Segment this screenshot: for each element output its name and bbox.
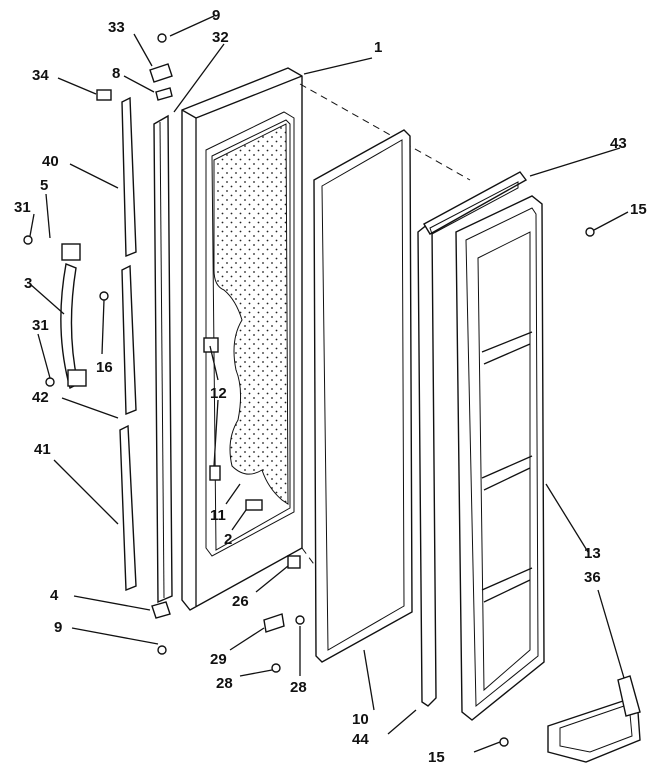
callout-5: 5 xyxy=(40,177,48,194)
callout-42: 42 xyxy=(32,389,49,406)
callout-12: 12 xyxy=(210,385,227,402)
callout-15-bottom: 15 xyxy=(428,749,445,766)
callout-31-top: 31 xyxy=(14,199,31,216)
callout-31-bottom: 31 xyxy=(32,317,49,334)
callout-11: 11 xyxy=(210,507,226,524)
hardware xyxy=(23,33,595,747)
callout-labels: 1 2 3 4 5 8 9 9 10 11 12 13 15 15 16 26 … xyxy=(14,7,647,766)
leader-lines xyxy=(29,15,629,753)
top-cap xyxy=(423,171,528,235)
door-handle xyxy=(60,243,87,390)
callout-40: 40 xyxy=(42,153,59,170)
trim-strip xyxy=(417,223,437,707)
callout-33: 33 xyxy=(108,19,125,36)
callout-36: 36 xyxy=(584,569,601,586)
callout-1: 1 xyxy=(374,39,382,56)
callout-32: 32 xyxy=(212,29,229,46)
callout-13: 13 xyxy=(584,545,601,562)
door-bin xyxy=(547,675,641,763)
callout-16: 16 xyxy=(96,359,113,376)
callout-10: 10 xyxy=(352,711,369,728)
door-liner xyxy=(455,195,545,721)
door-panel xyxy=(181,67,303,611)
callout-28-right: 28 xyxy=(290,679,307,696)
callout-26: 26 xyxy=(232,593,249,610)
callout-29: 29 xyxy=(210,651,227,668)
callout-43: 43 xyxy=(610,135,627,152)
callout-3: 3 xyxy=(24,275,32,292)
callout-9-top: 9 xyxy=(212,7,220,24)
insulation-area xyxy=(213,123,289,505)
callout-41: 41 xyxy=(34,441,51,458)
label-plate xyxy=(96,89,112,101)
callout-9-bottom: 9 xyxy=(54,619,62,636)
callout-4: 4 xyxy=(50,587,59,604)
callout-15-top: 15 xyxy=(630,201,647,218)
callout-2: 2 xyxy=(224,531,232,548)
callout-44: 44 xyxy=(352,731,369,748)
handle-trim-strips xyxy=(119,96,137,592)
door-gasket xyxy=(313,129,413,663)
callout-8: 8 xyxy=(112,65,120,82)
callout-34: 34 xyxy=(32,67,49,84)
callout-28-left: 28 xyxy=(216,675,233,692)
side-trim xyxy=(153,114,173,604)
